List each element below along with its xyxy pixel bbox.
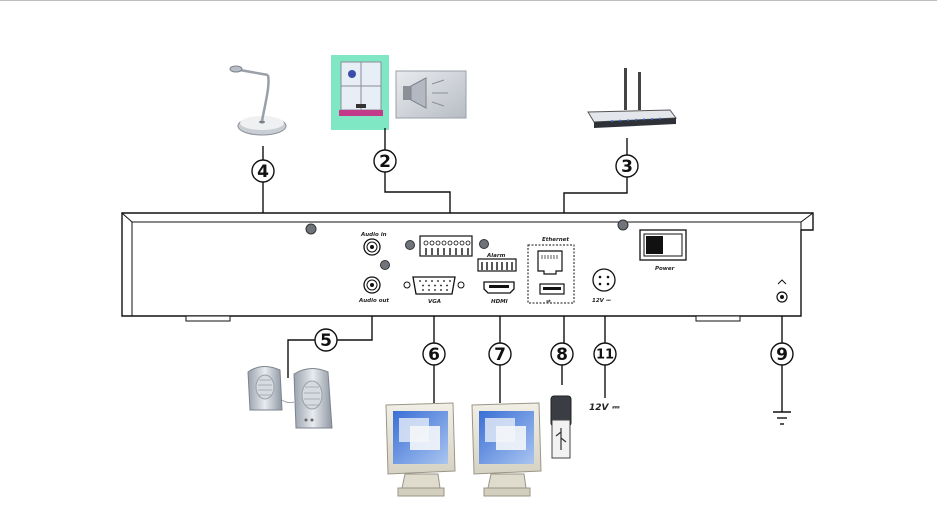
callout-9-number: 9 [776, 345, 788, 365]
audio-out-port: Audio out [358, 276, 389, 304]
callout-6: 6 [422, 342, 446, 366]
callout-2-number: 2 [379, 152, 391, 172]
rear-panel [121, 212, 814, 322]
usb-port: ⇌ [539, 283, 565, 305]
power-switch-label: Power [655, 266, 675, 272]
power-supply-label: 12V ⎓ [589, 403, 621, 413]
top-divider [0, 0, 937, 1]
hdmi-label: HDMI [491, 299, 508, 305]
usb-drive-icon [550, 395, 572, 459]
callout-3: 3 [615, 154, 639, 178]
audio-in-label: Audio in [360, 232, 387, 238]
alarm-label: Alarm [486, 253, 506, 259]
ethernet-label: Ethernet [542, 237, 569, 243]
callout-11-number: 11 [596, 348, 614, 363]
hdmi-monitor-icon [471, 402, 542, 497]
callout-2: 2 [373, 149, 397, 173]
callout-6-number: 6 [428, 345, 440, 365]
power-switch: Power [639, 229, 687, 272]
callout-5-number: 5 [320, 331, 332, 351]
callout-7-number: 7 [494, 345, 506, 365]
audio-out-label: Audio out [358, 298, 389, 304]
vga-port: VGA [403, 276, 465, 305]
callout-3-number: 3 [621, 157, 633, 177]
callout-4-number: 4 [257, 162, 269, 182]
callout-4: 4 [251, 159, 275, 183]
usb-label: ⇌ [546, 299, 551, 305]
callout-5: 5 [314, 328, 338, 352]
alarm-terminal-upper [419, 235, 473, 257]
ground-terminal [776, 279, 788, 303]
callout-9: 9 [770, 342, 794, 366]
ethernet-port: Ethernet [527, 237, 575, 304]
alarm-window-sensor-icon [331, 55, 389, 130]
callout-8: 8 [550, 342, 574, 366]
siren-icon [395, 70, 467, 119]
vga-monitor-icon [385, 402, 456, 497]
power-input-label: 12V ⎓ [592, 298, 611, 304]
vga-label: VGA [428, 299, 441, 305]
ground-symbol-icon [773, 411, 791, 425]
callout-11: 11 [593, 342, 617, 366]
power-input-port: 12V ⎓ [592, 268, 616, 304]
microphone-icon [229, 65, 287, 136]
speakers-icon [247, 366, 333, 429]
router-icon [587, 68, 677, 128]
audio-in-port: Audio in [360, 232, 387, 256]
callout-8-number: 8 [556, 345, 568, 365]
hdmi-port: HDMI [483, 281, 515, 305]
alarm-terminal-lower: Alarm [477, 253, 517, 272]
callout-7: 7 [488, 342, 512, 366]
power-supply-label-group: 12V ⎓ [589, 403, 621, 413]
